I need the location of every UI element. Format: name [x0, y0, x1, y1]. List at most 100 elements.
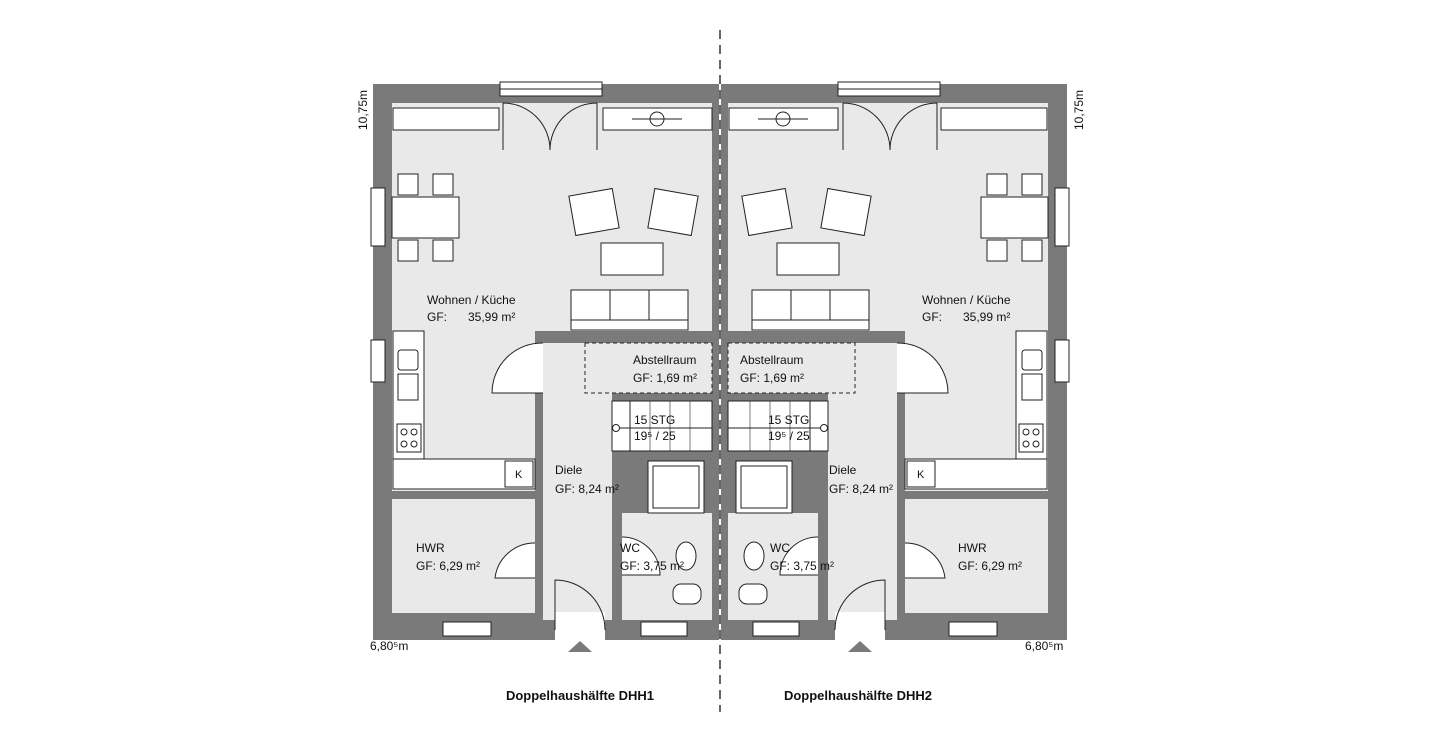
sink-drain-icon	[397, 373, 419, 401]
entrance-door-swing	[554, 579, 606, 631]
room-diele-name: Diele	[829, 463, 857, 477]
dining-table	[980, 196, 1049, 239]
patio-door-left	[502, 102, 551, 151]
unit-caption: Doppelhaushälfte DHH1	[506, 688, 654, 703]
shower-tray	[735, 460, 793, 514]
sideboard-left	[392, 107, 500, 131]
chair	[397, 239, 419, 262]
chair	[397, 173, 419, 196]
entrance-opening	[555, 612, 605, 640]
sink-icon	[1021, 349, 1043, 371]
window-bottom	[640, 621, 688, 637]
door-swing	[779, 536, 819, 576]
shower-tray-inner	[740, 465, 788, 509]
armchair	[647, 187, 699, 237]
wall-interior	[820, 451, 828, 461]
room-wc-name: WC	[770, 541, 790, 555]
chair	[986, 239, 1008, 262]
sink-icon	[397, 349, 419, 371]
window-right-lower	[1054, 339, 1070, 383]
chair	[1021, 173, 1043, 196]
stairs-ratio: 19⁵ / 25	[768, 429, 810, 443]
fridge-label: K	[917, 469, 925, 481]
wall-interior	[392, 491, 535, 499]
door-swing	[904, 542, 946, 579]
window-bottom	[948, 621, 998, 637]
wall-interior	[535, 578, 543, 620]
wc-washbasin	[743, 541, 765, 571]
entrance-opening	[835, 612, 885, 640]
room-hwr-name: HWR	[958, 541, 987, 555]
wall-interior	[612, 575, 622, 620]
door-swing	[621, 536, 661, 576]
wall-interior	[897, 578, 905, 620]
room-hwr-gf: GF: 6,29 m²	[416, 559, 480, 573]
room-hwr-gf: GF: 6,29 m²	[958, 559, 1022, 573]
staircase	[611, 400, 713, 452]
room-wohnen-gf-value: 35,99 m²	[963, 310, 1010, 324]
patio-door-left	[842, 102, 891, 151]
entrance-arrow	[848, 641, 872, 652]
sink-drain-icon	[1021, 373, 1043, 401]
chair	[1021, 239, 1043, 262]
wall-interior	[535, 331, 712, 343]
unit-caption: Doppelhaushälfte DHH2	[784, 688, 932, 703]
stairs-storage-outline	[584, 342, 713, 394]
room-wohnen-name: Wohnen / Küche	[427, 293, 516, 307]
room-wc-gf: GF: 3,75 m²	[620, 559, 684, 573]
wall-interior	[612, 505, 622, 537]
sideboard-right	[940, 107, 1048, 131]
fridge-box	[504, 460, 534, 488]
window-left-lower	[370, 339, 386, 383]
entrance-arrow	[568, 641, 592, 652]
chair	[432, 173, 454, 196]
dimension-width: 6,80⁵m	[1025, 639, 1063, 653]
cooktop-icon	[1018, 423, 1044, 453]
dimension-width: 6,80⁵m	[370, 639, 408, 653]
room-wohnen-gf-label: GF:	[922, 310, 942, 324]
room-abstell-gf: GF: 1,69 m²	[633, 371, 697, 385]
wall-interior	[612, 451, 620, 461]
fridge-label: K	[515, 469, 523, 481]
patio-door-right	[889, 102, 938, 151]
room-wohnen-name: Wohnen / Küche	[922, 293, 1011, 307]
wall-interior	[818, 505, 828, 537]
room-wohnen-gf-label: GF:	[427, 310, 447, 324]
wall-interior	[535, 393, 543, 543]
room-wc-gf: GF: 3,75 m²	[770, 559, 834, 573]
room-diele-gf: GF: 8,24 m²	[555, 482, 619, 496]
fridge-box	[906, 460, 936, 488]
stairs-storage-outline	[727, 342, 856, 394]
wall-interior	[728, 393, 828, 401]
door-swing	[896, 342, 949, 394]
lamp-icon	[649, 111, 665, 127]
floor-abstellraum	[543, 343, 712, 393]
room-wc-name: WC	[620, 541, 640, 555]
floor-diele	[828, 393, 897, 620]
chair	[432, 239, 454, 262]
window-bottom	[442, 621, 492, 637]
dimension-depth: 10,75m	[356, 90, 370, 130]
coffee-table	[600, 242, 664, 276]
stairs-steps: 15 STG	[634, 413, 675, 427]
wc-washbasin	[675, 541, 697, 571]
staircase	[727, 400, 829, 452]
room-diele-name: Diele	[555, 463, 583, 477]
room-abstell-name: Abstellraum	[633, 353, 696, 367]
lamp-icon	[775, 111, 791, 127]
armchair	[568, 187, 620, 237]
stairs-start-marker	[612, 424, 620, 432]
cooktop-icon	[396, 423, 422, 453]
door-swing	[494, 542, 536, 579]
armchair	[820, 187, 872, 237]
dimension-depth: 10,75m	[1072, 90, 1086, 130]
floor-abstellraum	[728, 343, 897, 393]
stairs-steps: 15 STG	[768, 413, 809, 427]
wc-toilet	[672, 583, 702, 605]
stairs-start-marker	[820, 424, 828, 432]
wall-interior	[897, 393, 905, 543]
wall-interior	[905, 491, 1048, 499]
stairs-ratio: 19⁵ / 25	[634, 429, 676, 443]
coffee-table	[776, 242, 840, 276]
